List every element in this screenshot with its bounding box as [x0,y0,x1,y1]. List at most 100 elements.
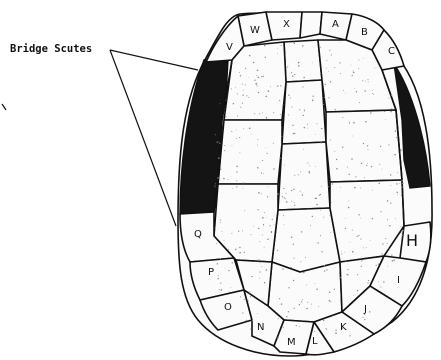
stipple-dot [401,180,403,182]
stipple-dot [268,186,269,187]
scute-nuchal [300,12,322,38]
stipple-dot [391,95,392,96]
stipple-dot [387,200,388,201]
stipple-dot [397,172,398,173]
stipple-dot [324,270,325,271]
stipple-dot [218,142,219,143]
stipple-dot [353,72,354,73]
stipple-dot [253,226,254,227]
stipple-dot [301,301,302,302]
stipple-dot [390,111,392,113]
stipple-dot [349,335,350,336]
stipple-dot [340,277,341,278]
label-W: W [250,25,260,36]
stipple-dot [277,250,278,251]
stipple-dot [391,185,392,186]
stipple-dot [240,75,241,76]
stipple-dot [328,71,329,72]
stipple-dot [251,134,252,135]
pointer-tick [2,104,6,110]
label-B: B [361,27,368,38]
stipple-dot [316,204,318,206]
stipple-dot [272,266,273,267]
stipple-dot [291,106,292,107]
stipple-dot [360,187,361,188]
stipple-dot [258,228,260,230]
stipple-dot [315,166,316,167]
stipple-dot [316,243,317,244]
stipple-dot [309,165,310,166]
stipple-dot [286,84,287,85]
stipple-dot [324,97,325,98]
stipple-dot [271,231,272,232]
stipple-dot [214,186,215,187]
stipple-dot [397,192,398,193]
stipple-dot [294,202,295,203]
stipple-dot [240,296,241,297]
stipple-dot [303,149,304,150]
stipple-dot [353,295,354,296]
stipple-dot [229,291,230,292]
stipple-dot [260,262,261,263]
vertebral-2 [282,80,326,144]
stipple-dot [356,91,357,92]
stipple-dot [384,111,385,112]
stipple-dot [300,191,301,192]
stipple-dot [387,266,388,267]
stipple-dot [307,162,308,163]
stipple-dot [239,72,240,73]
label-Q: Q [194,229,202,240]
stipple-dot [246,320,248,322]
stipple-dot [348,207,349,208]
stipple-dot [328,186,329,187]
stipple-dot [307,142,308,143]
stipple-dot [300,171,301,172]
stipple-dot [285,198,286,199]
stipple-dot [373,94,374,95]
stipple-dot [334,151,335,152]
stipple-dot [266,269,267,270]
stipple-dot [367,145,368,146]
stipple-dot [240,107,241,108]
stipple-dot [368,280,369,281]
stipple-dot [294,204,295,205]
stipple-dot [299,109,300,110]
stipple-dot [283,188,284,189]
label-L: L [312,336,318,347]
stipple-dot [281,303,282,304]
stipple-dot [321,251,322,252]
stipple-dot [298,62,300,64]
stipple-dot [288,287,289,288]
stipple-dot [277,193,279,195]
stipple-dot [277,85,278,86]
stipple-dot [261,172,262,173]
stipple-dot [290,97,291,98]
stipple-dot [272,219,273,220]
stipple-dot [262,185,263,186]
stipple-dot [236,180,237,181]
stipple-dot [291,72,292,73]
stipple-dot [236,130,237,131]
stipple-dot [357,290,358,291]
stipple-dot [277,337,279,339]
stipple-dot [366,247,367,248]
stipple-dot [278,318,279,319]
stipple-dot [249,291,250,292]
stipple-dot [350,242,351,243]
stipple-dot [378,264,379,265]
stipple-dot [249,55,251,57]
stipple-dot [354,187,356,189]
stipple-dot [357,274,358,275]
stipple-dot [391,108,392,109]
stipple-dot [347,166,348,167]
stipple-dot [326,68,327,69]
stipple-dot [393,259,395,261]
stipple-dot [242,188,243,189]
stipple-dot [360,218,361,219]
stipple-dot [325,84,326,85]
stipple-dot [281,145,282,146]
stipple-dot [225,116,226,117]
stipple-dot [358,68,359,69]
stipple-dot [273,112,274,113]
